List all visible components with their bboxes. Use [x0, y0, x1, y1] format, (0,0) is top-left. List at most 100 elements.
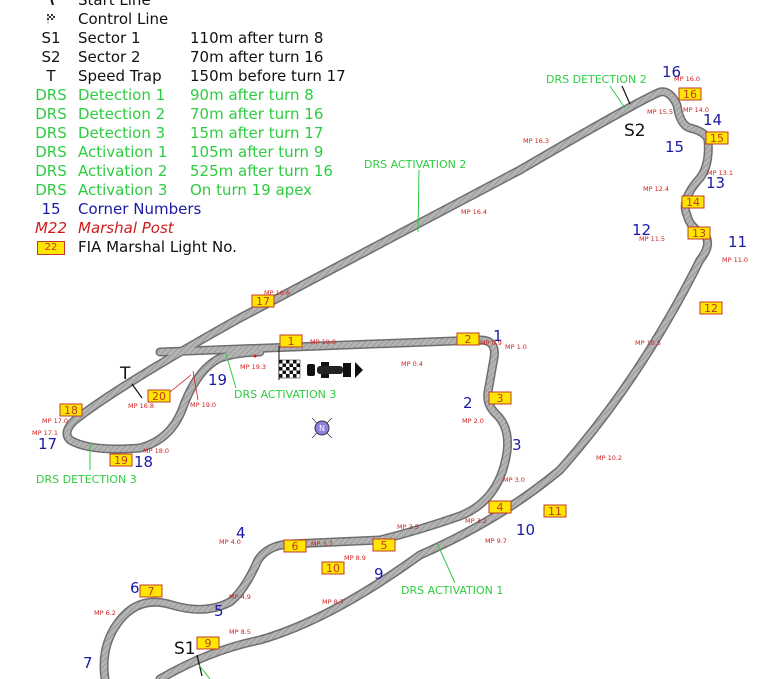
corner-17: 17: [38, 435, 57, 453]
marshal-light-box: 17: [251, 294, 275, 308]
legend-value: 105m after turn 9: [190, 143, 324, 161]
legend-name: Start Line: [78, 0, 151, 9]
marshal-light-number: 9: [205, 637, 212, 650]
legend-code: DRS: [35, 124, 67, 142]
marshal-light-number: 18: [64, 404, 78, 417]
marshal-light-box: 14: [681, 195, 705, 209]
marshal-post: MP 11.5: [639, 235, 665, 243]
legend-code: S1: [41, 29, 61, 47]
race-car-icon: [307, 362, 363, 378]
marshal-post: MP 15.5: [647, 108, 673, 116]
legend-value: 70m after turn 16: [190, 48, 324, 66]
marshal-light-box: 7: [139, 584, 163, 598]
marshal-light-box: 11: [543, 504, 567, 518]
compass-icon: N: [311, 417, 333, 439]
marshal-light-box: 10: [321, 561, 345, 575]
legend-code: T: [46, 67, 56, 85]
marshal-post: MP 8.5: [229, 628, 251, 636]
marshal-light-number: 10: [326, 562, 340, 575]
corner-5: 5: [214, 602, 224, 620]
marshal-post: MP 10.2: [596, 454, 622, 462]
marshal-post: MP 16.3: [523, 137, 549, 145]
marshal-post: MP 11.0: [722, 256, 748, 264]
legend-code: DRS: [35, 162, 67, 180]
corner-15: 15: [665, 138, 684, 156]
marshal-post: MP 1.0: [505, 343, 527, 351]
marshal-post: MP 19.9: [310, 338, 336, 346]
marshal-light-box: 5: [372, 538, 396, 552]
sector-1-label: S1: [174, 639, 196, 659]
drs-detection-2-label: DRS DETECTION 2: [546, 73, 647, 86]
legend-name: Activation 1: [78, 143, 168, 161]
marshal-post: MP 14.0: [683, 106, 709, 114]
legend-row: DRS Detection 2 70m after turn 16: [0, 105, 380, 124]
marshal-light-box: 9: [196, 636, 220, 650]
corner-2: 2: [463, 394, 473, 412]
marshal-light-number: 6: [292, 540, 299, 553]
marshal-post: MP 12.4: [643, 185, 669, 193]
marshal-light-number: 5: [381, 539, 388, 552]
legend-value: On turn 19 apex: [190, 181, 313, 199]
corner-9: 9: [374, 565, 384, 583]
marshal-post: MP 3.7: [311, 540, 333, 548]
marshal-light-number: 12: [704, 302, 718, 315]
marshal-post: MP 17.0: [42, 417, 68, 425]
marshal-post: MP 16.4: [461, 208, 487, 216]
marshal-light-box: 3: [488, 391, 512, 405]
legend-row: 15 Corner Numbers: [0, 200, 380, 219]
marshal-post: MP 18.0: [143, 447, 169, 455]
legend-name: Detection 3: [78, 124, 166, 142]
corner-6: 6: [130, 579, 140, 597]
marshal-light-box-icon: 22: [32, 238, 70, 257]
legend-row: Control Line: [0, 10, 380, 29]
marshal-light-box: 16: [678, 87, 702, 101]
marshal-light-box: 2: [456, 332, 480, 346]
checkered-flag-icon: [32, 10, 70, 29]
marshal-light-box: 4: [488, 500, 512, 514]
marshal-post: MP 4.9: [229, 593, 251, 601]
marshal-light-number: 11: [548, 505, 562, 518]
marshal-post: MP 16.8: [128, 402, 154, 410]
sector-2-label: S2: [624, 121, 646, 141]
marshal-light-number: 15: [710, 132, 724, 145]
legend-name: Sector 2: [78, 48, 141, 66]
marshal-light-number: 1: [288, 335, 295, 348]
marshal-light-box: 15: [705, 131, 729, 145]
legend-name: Activation 2: [78, 162, 168, 180]
legend-code: 15: [41, 200, 61, 218]
corner-19: 19: [208, 371, 227, 389]
legend-code: DRS: [35, 105, 67, 123]
legend-value: 110m after turn 8: [190, 29, 324, 47]
legend-name: Activation 3: [78, 181, 168, 199]
marshal-light-number: 7: [148, 585, 155, 598]
corner-11: 11: [728, 233, 747, 251]
marshal-light-box: 20: [147, 389, 171, 403]
marshal-post: MP 13.1: [707, 169, 733, 177]
start-finish-area: [278, 346, 363, 380]
marshal-light-box: 12: [699, 301, 723, 315]
corner-16: 16: [662, 63, 681, 81]
legend-name: Corner Numbers: [78, 200, 202, 218]
legend-row: Start Line: [0, 0, 380, 10]
marshal-posts: MP 0.4 MP 0.9 MP 1.0 MP 2.0 MP 3.0 MP 3.…: [32, 75, 748, 636]
marshal-post: MP 0.4: [401, 360, 423, 368]
marshal-post: MP 3.5: [397, 523, 419, 531]
drs-activation-3-label: DRS ACTIVATION 3: [234, 388, 336, 401]
marshal-post: MP 0.9: [480, 339, 502, 347]
marshal-post: MP 9.7: [485, 537, 507, 545]
legend-value: 70m after turn 16: [190, 105, 324, 123]
marshal-light-number: 3: [497, 392, 504, 405]
legend-name: Detection 2: [78, 105, 166, 123]
marshal-post: MP 17.1: [32, 429, 58, 437]
marshal-post: MP 16.0: [674, 75, 700, 83]
sector-markers: S2 S1 T: [119, 85, 646, 677]
